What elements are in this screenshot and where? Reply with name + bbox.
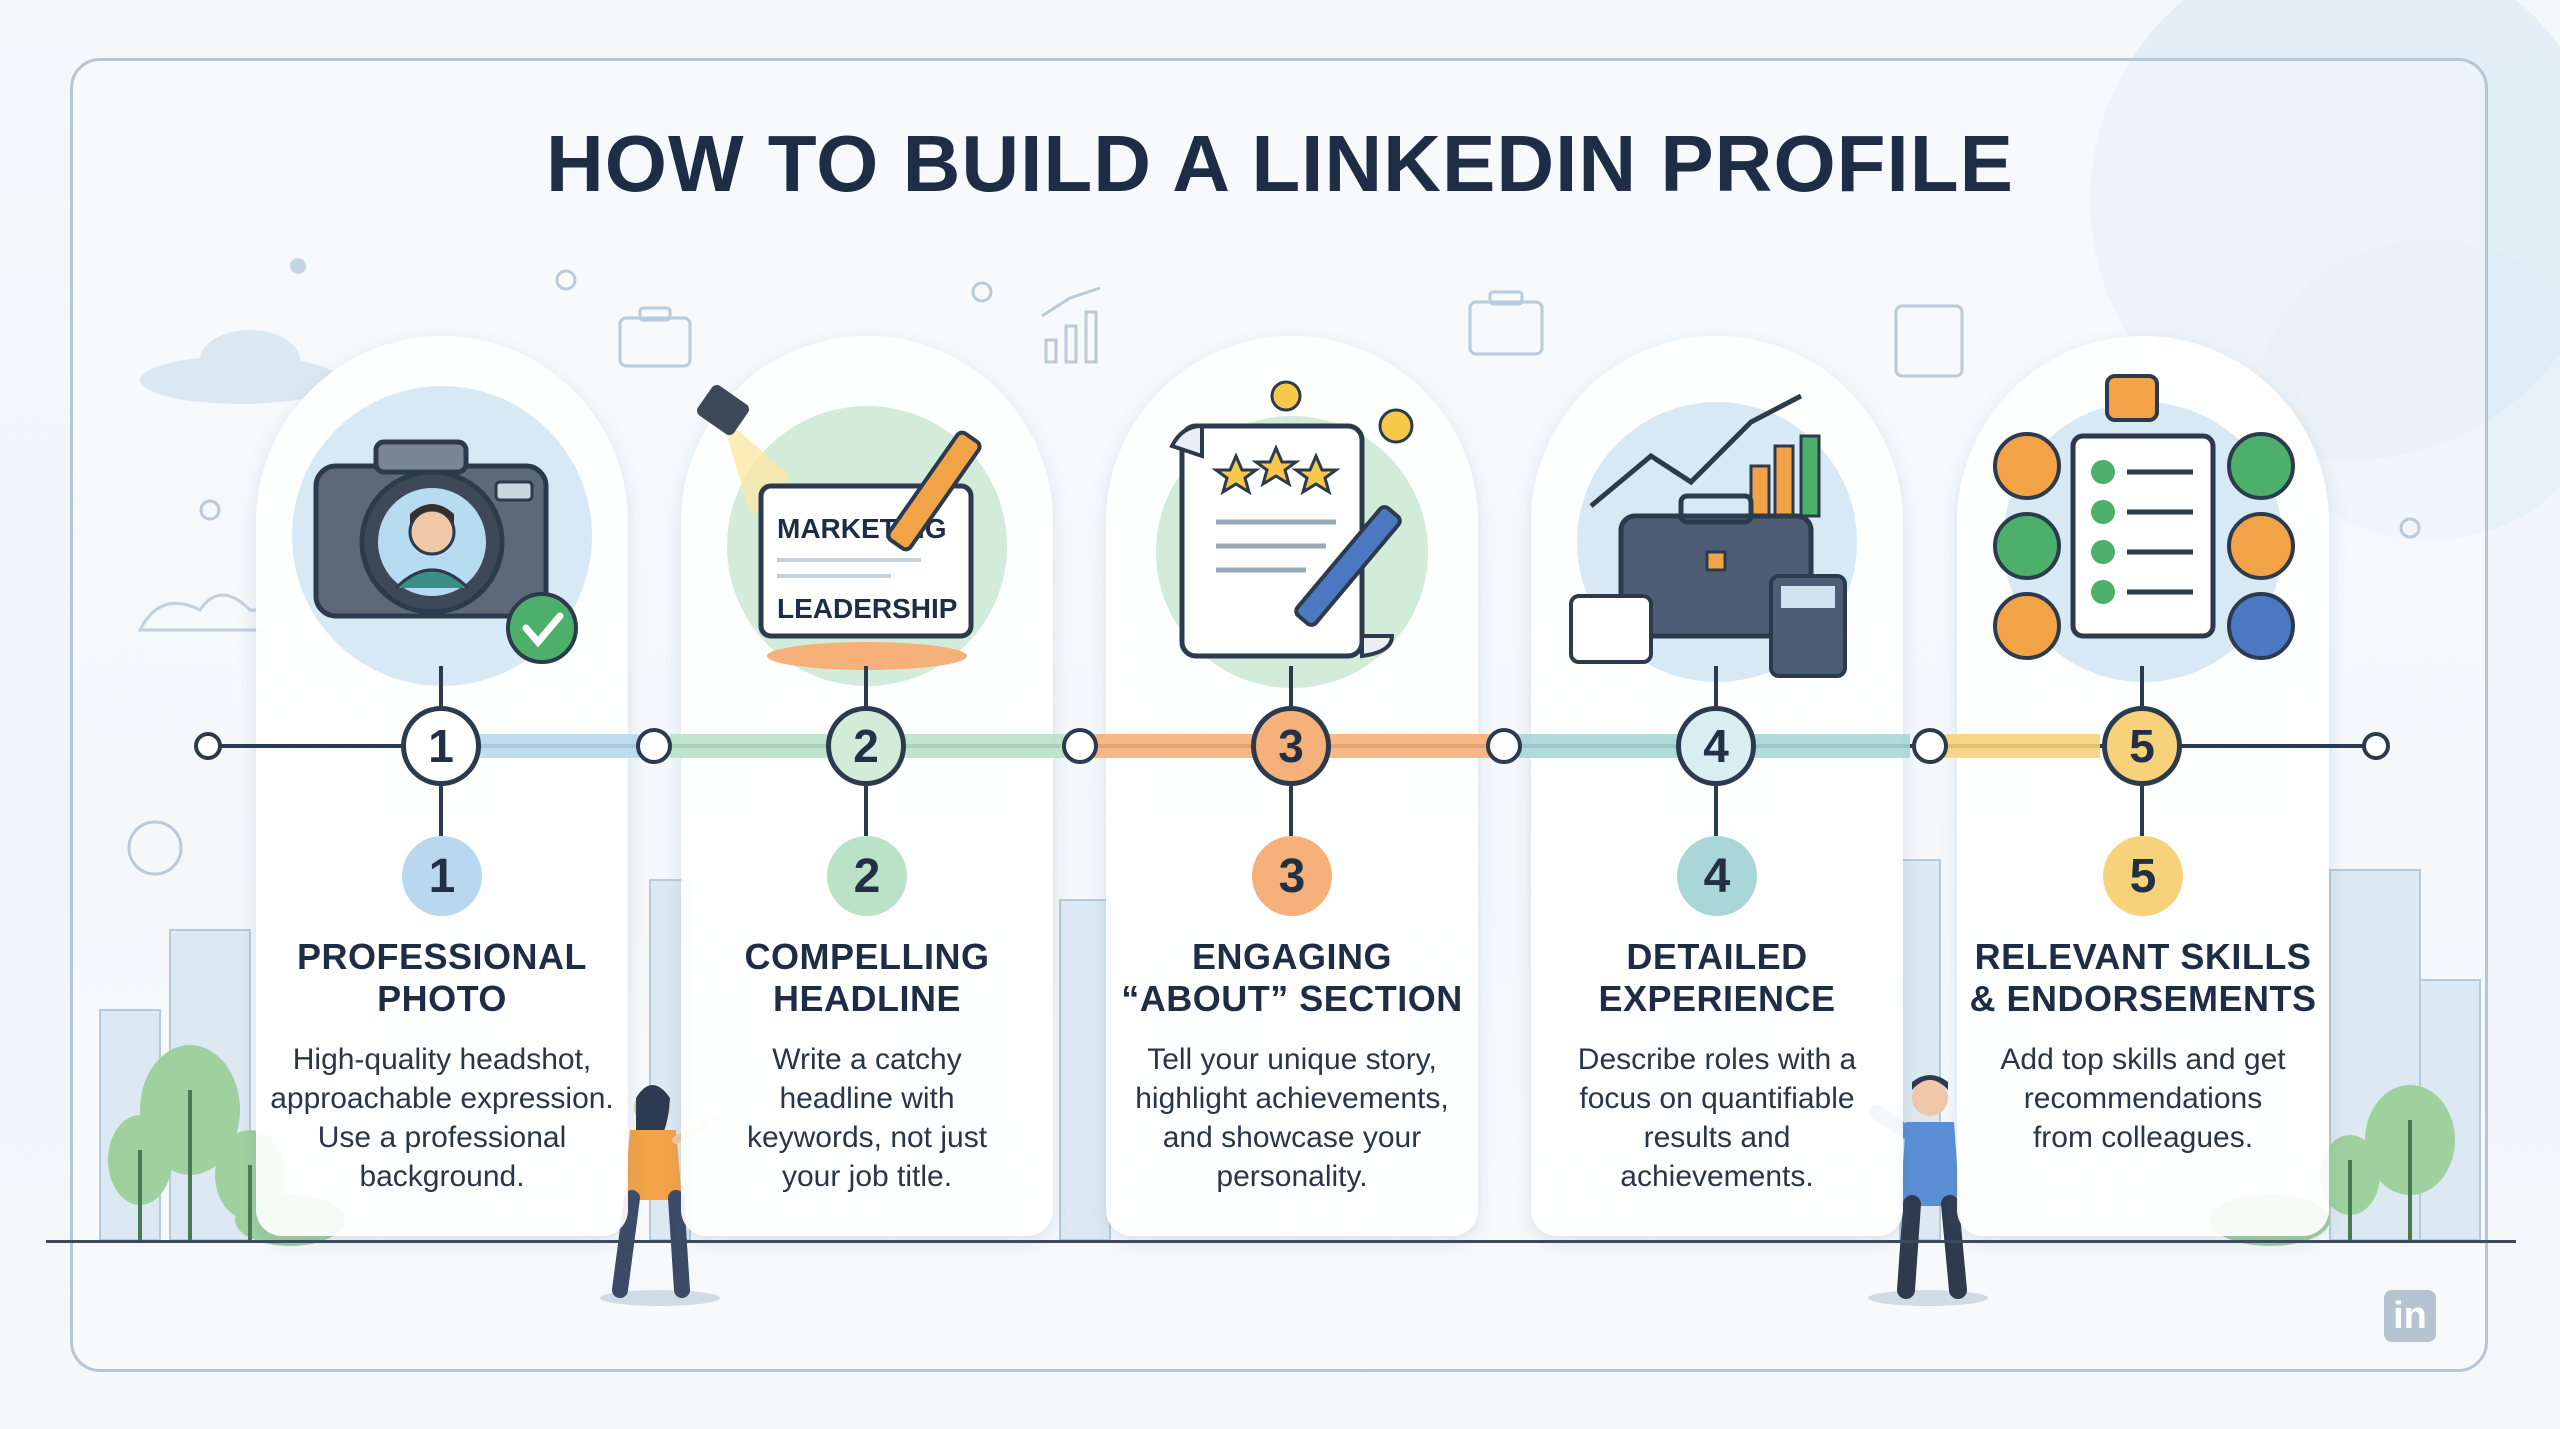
person-woman <box>600 1085 720 1306</box>
step-title: COMPELLING HEADLINE <box>681 936 1053 1020</box>
step-badge: 4 <box>1677 836 1757 916</box>
step-desc-line: focus on quantifiable <box>1579 1082 1855 1115</box>
step-desc-line: Tell your unique story, <box>1147 1043 1437 1076</box>
timeline-node-3: 3 <box>1251 706 1331 786</box>
step-desc-line: from colleagues. <box>2032 1121 2254 1154</box>
step-description: High-quality headshot, approachable expr… <box>250 1040 634 1196</box>
step-desc-line: Use a professional <box>317 1121 567 1154</box>
step-desc-line: headline with <box>779 1082 955 1115</box>
camera-icon <box>292 386 592 686</box>
step-title-line: COMPELLING <box>744 936 990 977</box>
page-title: HOW TO BUILD A LINKEDIN PROFILE <box>546 119 2014 208</box>
skills-checklist-icon <box>1993 374 2295 682</box>
sign-line-2: LEADERSHIP <box>777 593 957 624</box>
step-card-1: 1 PROFESSIONAL PHOTO High-quality headsh… <box>256 336 628 1236</box>
step-title-line: DETAILED <box>1626 936 1808 977</box>
step-title-line: PHOTO <box>377 978 507 1019</box>
linkedin-icon: in <box>2384 1290 2436 1342</box>
step-title-line: PROFESSIONAL <box>296 936 588 977</box>
step-badge: 5 <box>2103 836 2183 916</box>
step-title-line: & ENDORSEMENTS <box>1969 978 2317 1019</box>
briefcase-growth-icon <box>1569 393 1857 682</box>
step-badge: 2 <box>827 836 907 916</box>
step-desc-line: High-quality headshot, <box>292 1043 592 1076</box>
step-badge: 1 <box>402 836 482 916</box>
step-desc-line: Describe roles with a <box>1577 1043 1857 1076</box>
step-desc-line: recommendations <box>2023 1082 2263 1115</box>
step-desc-line: results and <box>1643 1121 1791 1154</box>
step-desc-line: Write a catchy <box>772 1043 962 1076</box>
step-title-line: EXPERIENCE <box>1598 978 1836 1019</box>
linkedin-logo-text: in <box>2393 1294 2427 1337</box>
step-desc-line: highlight achievements, <box>1135 1082 1449 1115</box>
timeline-node-5: 5 <box>2102 706 2182 786</box>
headline-sign-icon: MARKETING LEADERSHIP <box>697 384 1007 686</box>
step-card-3: 3 ENGAGING “ABOUT” SECTION Tell your uni… <box>1106 336 1478 1236</box>
step-description: Tell your unique story, highlight achiev… <box>1100 1040 1484 1196</box>
ground-line <box>46 1240 2516 1243</box>
step-card-4: 4 DETAILED EXPERIENCE Describe roles wit… <box>1531 336 1903 1236</box>
step-title: PROFESSIONAL PHOTO <box>256 936 628 1020</box>
step-title-line: RELEVANT SKILLS <box>1974 936 2312 977</box>
step-card-5: 5 RELEVANT SKILLS & ENDORSEMENTS Add top… <box>1957 336 2329 1236</box>
step-title: ENGAGING “ABOUT” SECTION <box>1106 936 1478 1020</box>
step-desc-line: your job title. <box>781 1160 953 1193</box>
step-desc-line: and showcase your <box>1162 1121 1422 1154</box>
step-card-2: MARKETING LEADERSHIP 2 COMPELLING HEADLI… <box>681 336 1053 1236</box>
timeline-node-1: 1 <box>401 706 481 786</box>
step-description: Describe roles with a focus on quantifia… <box>1525 1040 1909 1196</box>
timeline-node-4: 4 <box>1676 706 1756 786</box>
step-desc-line: keywords, not just <box>746 1121 988 1154</box>
step-title-line: ENGAGING <box>1191 936 1392 977</box>
step-title: RELEVANT SKILLS & ENDORSEMENTS <box>1957 936 2329 1020</box>
scroll-document-icon <box>1156 380 1428 688</box>
step-badge: 3 <box>1252 836 1332 916</box>
step-description: Add top skills and get recommendations f… <box>1951 1040 2335 1157</box>
timeline-node-2: 2 <box>826 706 906 786</box>
step-desc-line: approachable expression. <box>270 1082 614 1115</box>
step-desc-line: Add top skills and get <box>2000 1043 2286 1076</box>
step-desc-line: personality. <box>1216 1160 1368 1193</box>
step-description: Write a catchy headline with keywords, n… <box>675 1040 1059 1196</box>
step-title: DETAILED EXPERIENCE <box>1531 936 1903 1020</box>
step-title-line: “ABOUT” SECTION <box>1121 978 1463 1019</box>
step-title-line: HEADLINE <box>772 978 961 1019</box>
step-desc-line: background. <box>359 1160 525 1193</box>
step-desc-line: achievements. <box>1620 1160 1814 1193</box>
